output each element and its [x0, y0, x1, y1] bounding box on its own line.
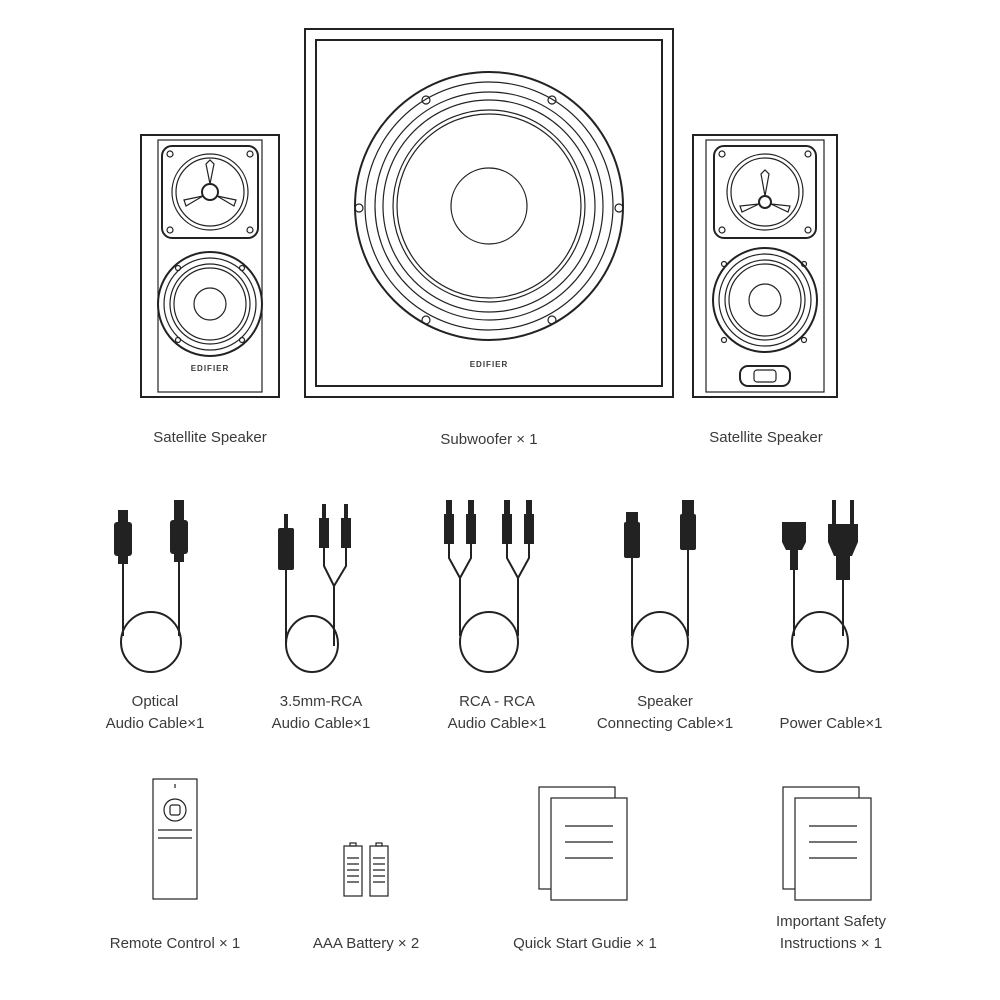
optical-cable-illustration: [114, 500, 188, 673]
rca-rca-cable-illustration: [444, 500, 534, 673]
battery-label: AAA Battery × 2: [312, 935, 420, 952]
rca-35mm-cable-label-line2: Audio Cable×1: [271, 715, 371, 732]
satellite-speaker-left-label: Satellite Speaker: [153, 429, 267, 446]
satellite-speaker-left-illustration: [140, 134, 280, 398]
optical-cable-label-line1: Optical: [131, 693, 179, 710]
battery-icon: [343, 842, 389, 897]
satellite-speaker-right-illustration: [692, 134, 838, 398]
speaker-cable-illustration: [624, 500, 696, 673]
power-cable-label: Power Cable×1: [779, 715, 883, 732]
speaker-cable-label-line1: Speaker: [637, 693, 693, 710]
satellite-speaker-right-label: Satellite Speaker: [709, 429, 823, 446]
subwoofer-label: Subwoofer × 1: [440, 431, 538, 448]
safety-instructions-icon: [782, 786, 872, 901]
subwoofer-illustration: [304, 28, 674, 398]
brand-logo-subwoofer: EDIFIER: [469, 360, 509, 369]
safety-instructions-label-line2: Instructions × 1: [779, 935, 883, 952]
remote-control-label: Remote Control × 1: [109, 935, 241, 952]
quick-start-guide-label: Quick Start Gudie × 1: [513, 935, 657, 952]
power-cable-illustration: [782, 500, 858, 673]
brand-logo-left: EDIFIER: [190, 364, 230, 373]
remote-control-illustration: [152, 778, 198, 900]
rca-rca-cable-label-line1: RCA - RCA: [459, 693, 535, 710]
speaker-cable-label-line2: Connecting Cable×1: [596, 715, 734, 732]
rca-rca-cable-label-line2: Audio Cable×1: [447, 715, 547, 732]
optical-cable-label-line2: Audio Cable×1: [105, 715, 205, 732]
rca-35mm-cable-label-line1: 3.5mm-RCA: [279, 693, 363, 710]
quick-start-guide-icon: [538, 786, 628, 901]
safety-instructions-label-line1: Important Safety: [775, 913, 887, 930]
rca-35mm-cable-illustration: [278, 504, 351, 673]
